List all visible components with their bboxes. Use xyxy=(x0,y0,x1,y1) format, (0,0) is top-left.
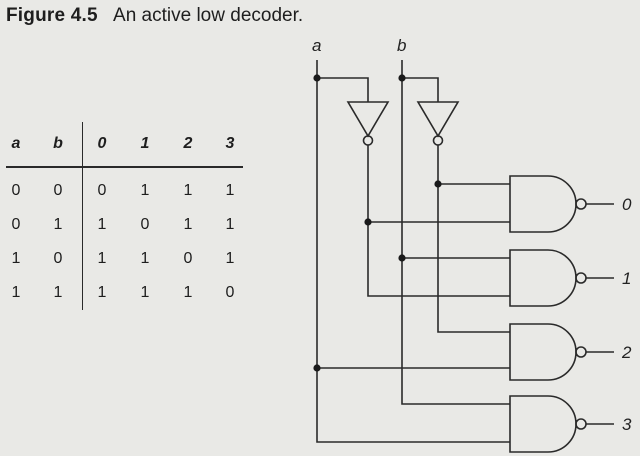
cell-r4-1: 1 xyxy=(140,284,150,301)
output-label-0: 0 xyxy=(622,195,632,214)
cell-r3-b: 0 xyxy=(53,250,63,267)
wire-not-a-rail xyxy=(367,145,510,297)
inverter-a xyxy=(346,101,390,138)
header-out-2: 2 xyxy=(183,135,193,152)
cell-r1-b: 0 xyxy=(53,182,63,199)
header-b: b xyxy=(53,135,63,152)
cell-r4-b: 1 xyxy=(53,284,63,301)
junction-dot xyxy=(398,74,406,82)
truth-table-header-rule xyxy=(6,166,243,168)
cell-r1-1: 1 xyxy=(140,182,150,199)
input-label-b: b xyxy=(397,36,406,55)
cell-r4-a: 1 xyxy=(11,284,21,301)
figure-number: Figure 4.5 xyxy=(6,5,98,26)
junction-dot xyxy=(313,74,321,82)
cell-r1-a: 0 xyxy=(11,182,21,199)
cell-r3-1: 1 xyxy=(140,250,150,267)
cell-r3-0: 1 xyxy=(97,250,107,267)
input-label-a: a xyxy=(312,36,321,55)
wire-b-to-inverter xyxy=(402,77,439,102)
nand-gate-1-bubble xyxy=(575,272,587,284)
output-label-2: 2 xyxy=(621,343,632,362)
cell-r4-0: 1 xyxy=(97,284,107,301)
cell-r1-3: 1 xyxy=(225,182,235,199)
nand-gate-2 xyxy=(509,323,577,381)
cell-r3-3: 1 xyxy=(225,250,235,267)
header-out-3: 3 xyxy=(225,135,235,152)
inverter-a-bubble xyxy=(362,135,374,146)
cell-r4-2: 1 xyxy=(183,284,193,301)
truth-table-column-divider xyxy=(82,122,83,310)
output-label-1: 1 xyxy=(622,269,631,288)
wire-not-b-rail xyxy=(437,145,510,333)
cell-r2-0: 1 xyxy=(97,216,107,233)
output-label-3: 3 xyxy=(622,415,632,434)
inverter-b xyxy=(416,101,460,138)
nand-gate-2-bubble xyxy=(575,346,587,358)
wire-a-rail xyxy=(316,60,510,443)
junction-dot xyxy=(434,180,442,188)
cell-r3-2: 0 xyxy=(183,250,193,267)
cell-r2-2: 1 xyxy=(183,216,193,233)
nand-gate-1 xyxy=(509,249,577,307)
header-out-0: 0 xyxy=(97,135,107,152)
junction-dot xyxy=(398,254,406,262)
nand-gate-3 xyxy=(509,395,577,453)
cell-r1-2: 1 xyxy=(183,182,193,199)
cell-r2-3: 1 xyxy=(225,216,235,233)
nand-gate-0 xyxy=(509,175,577,233)
nand-gate-3-bubble xyxy=(575,418,587,430)
cell-r2-a: 0 xyxy=(11,216,21,233)
cell-r4-3: 0 xyxy=(225,284,235,301)
wire-a-to-inverter xyxy=(317,77,369,102)
header-out-1: 1 xyxy=(140,135,150,152)
junction-dot xyxy=(313,364,321,372)
wire-b-rail xyxy=(401,60,510,405)
cell-r1-0: 0 xyxy=(97,182,107,199)
header-a: a xyxy=(11,135,21,152)
figure-caption: Figure 4.5 An active low decoder. xyxy=(6,5,303,27)
cell-r2-b: 1 xyxy=(53,216,63,233)
junction-dot xyxy=(364,218,372,226)
nand-gate-0-bubble xyxy=(575,198,587,210)
cell-r2-1: 0 xyxy=(140,216,150,233)
cell-r3-a: 1 xyxy=(11,250,21,267)
figure-title: An active low decoder. xyxy=(113,5,304,26)
inverter-b-bubble xyxy=(432,135,444,146)
